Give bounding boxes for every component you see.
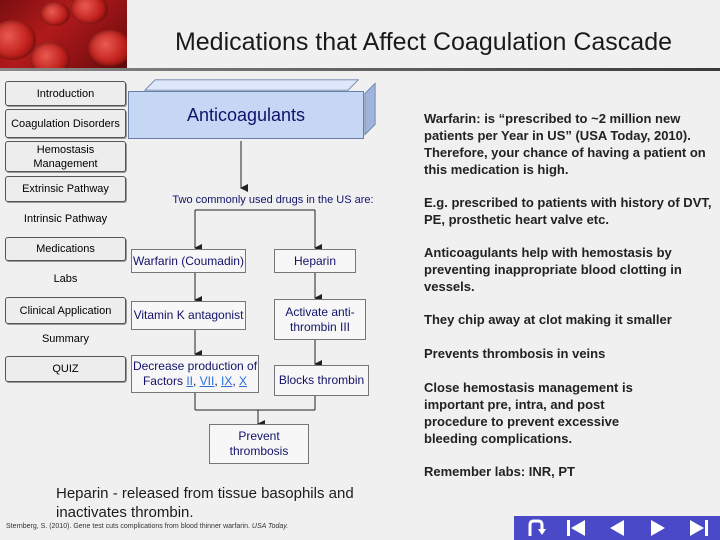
sidebar-item-summary[interactable]: Summary (41, 333, 90, 345)
first-slide-icon[interactable] (555, 516, 596, 540)
page-title: Medications that Affect Coagulation Casc… (174, 28, 673, 56)
previous-slide-icon[interactable] (596, 516, 637, 540)
factors-label: Factors (142, 374, 183, 388)
factor-x-link[interactable]: X (239, 374, 248, 388)
sidebar-item-quiz[interactable]: QUIZ (5, 356, 126, 382)
box-top-face (143, 79, 360, 91)
blocks-thrombin-box: Blocks thrombin (274, 365, 369, 396)
activate-antithrombin-box: Activate anti-thrombin III (274, 299, 366, 340)
note-chip-away-clot: They chip away at clot making it smaller (424, 312, 672, 327)
factor-ii-link[interactable]: II (186, 374, 193, 388)
factor-vii-link[interactable]: VII (199, 374, 215, 388)
citation-source: USA Today. (251, 523, 289, 530)
vitamin-k-antagonist-box: Vitamin K antagonist (131, 301, 246, 330)
sidebar-item-medications[interactable]: Medications (5, 237, 126, 261)
prevent-thrombosis-box: Prevent thrombosis (209, 424, 309, 464)
return-icon[interactable] (514, 516, 555, 540)
sidebar-item-clinical-application[interactable]: Clinical Application (5, 297, 126, 324)
previous-slide-icon-glyph (609, 520, 624, 536)
return-icon-glyph (528, 519, 546, 536)
note-anticoagulants-hemostasis: Anticoagulants help with hemostasis by p… (424, 245, 682, 294)
citation: Sternberg, S. (2010). Gene test cuts com… (6, 523, 288, 530)
anticoagulants-box: Anticoagulants (128, 79, 378, 143)
slide-navbar (514, 516, 720, 540)
sidebar-item-extrinsic-pathway[interactable]: Extrinsic Pathway (5, 176, 126, 202)
last-slide-icon[interactable] (678, 516, 719, 540)
citation-text: Sternberg, S. (2010). Gene test cuts com… (6, 523, 250, 530)
heparin-box: Heparin (274, 249, 356, 273)
first-slide-icon-glyph (566, 520, 585, 536)
note-warfarin-prescriptions: Warfarin: is “prescribed to ~2 million n… (424, 111, 706, 177)
note-prevents-thrombosis: Prevents thrombosis in veins (424, 346, 606, 361)
next-slide-icon[interactable] (637, 516, 678, 540)
sidebar-item-introduction[interactable]: Introduction (5, 81, 126, 106)
box-front-face (128, 91, 364, 139)
note-prescribed-history: E.g. prescribed to patients with history… (424, 195, 712, 227)
sidebar-item-coagulation-disorders[interactable]: Coagulation Disorders (5, 109, 126, 138)
note-remember-labs: Remember labs: INR, PT (424, 464, 575, 479)
sidebar-item-labs[interactable]: Labs (53, 273, 78, 285)
warfarin-box: Warfarin (Coumadin) (131, 249, 246, 273)
last-slide-icon-glyph (689, 520, 708, 536)
factors-line: Factors II, VII, IX, X (142, 374, 248, 388)
box-side-face (364, 82, 376, 136)
blood-cells-image (0, 0, 127, 68)
next-slide-icon-glyph (650, 520, 665, 536)
anticoagulants-heading: Anticoagulants (186, 104, 306, 125)
title-divider (0, 68, 720, 71)
decrease-production-box: Decrease production of Factors II, VII, … (131, 355, 259, 393)
note-hemostasis-management: Close hemostasis management is important… (424, 380, 633, 446)
factor-ix-link[interactable]: IX (221, 374, 233, 388)
decrease-production-text: Decrease production of (132, 359, 258, 373)
sidebar-item-hemostasis-management[interactable]: Hemostasis Management (5, 141, 126, 172)
sidebar-item-intrinsic-pathway[interactable]: Intrinsic Pathway (23, 213, 108, 225)
diagram-subheading: Two commonly used drugs in the US are: (172, 194, 374, 206)
heparin-caption: Heparin - released from tissue basophils… (56, 485, 354, 521)
